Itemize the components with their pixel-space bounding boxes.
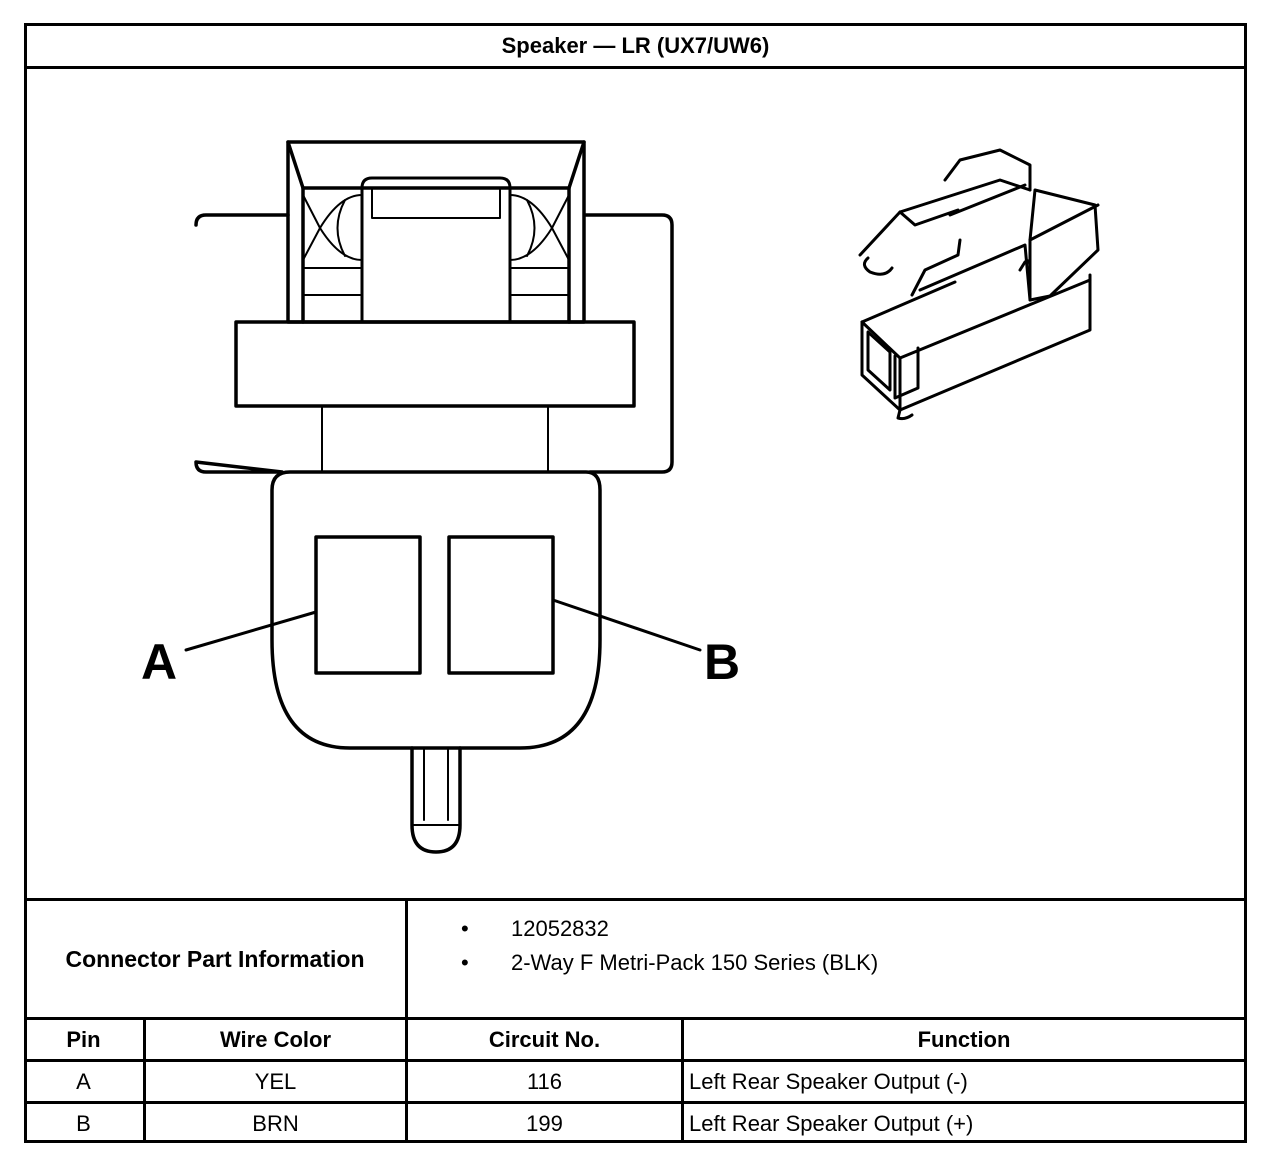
pin-b-cavity [447,535,555,675]
header-circuit-no: Circuit No. [488,1026,601,1052]
row-a-function: Left Rear Speaker Output (-) [689,1068,968,1094]
table-column-divider-2 [681,1017,684,1143]
table-row-divider [24,1101,1247,1104]
part-number: 12052832 [455,912,878,946]
row-b-circuit-no: 199 [526,1110,563,1136]
row-a-circuit-no: 116 [526,1068,563,1094]
connector-front-view [184,140,702,854]
pin-a-label: A [141,634,178,690]
header-wire-color: Wire Color [219,1026,332,1052]
connector-description: 2-Way F Metri-Pack 150 Series (BLK) [455,946,878,980]
pin-b-leader-line [551,598,702,652]
connector-diagram [184,140,1100,854]
row-b-function: Left Rear Speaker Output (+) [689,1110,974,1136]
diagram-divider [24,898,1247,901]
connector-part-info-list: 12052832 2-Way F Metri-Pack 150 Series (… [455,912,878,980]
title-divider [24,66,1247,69]
table-header-divider [24,1059,1247,1062]
row-b-pin: B [76,1110,91,1136]
page-title: Speaker — LR (UX7/UW6) [501,33,770,58]
row-a-wire-color: YEL [254,1068,297,1094]
part-info-divider [24,1017,1247,1020]
part-info-column-divider [405,898,408,1143]
pin-a-leader-line [184,610,318,652]
pin-a-cavity [314,535,422,675]
row-a-pin: A [76,1068,91,1094]
diagram-frame [24,23,1247,1143]
row-b-wire-color: BRN [252,1110,299,1136]
connector-part-info-label: Connector Part Information [65,946,365,972]
pin-b-label: B [704,634,741,690]
connector-isometric-view [858,148,1100,421]
header-pin: Pin [66,1026,101,1052]
header-function: Function [917,1026,1011,1052]
table-column-divider-1 [143,1017,146,1143]
